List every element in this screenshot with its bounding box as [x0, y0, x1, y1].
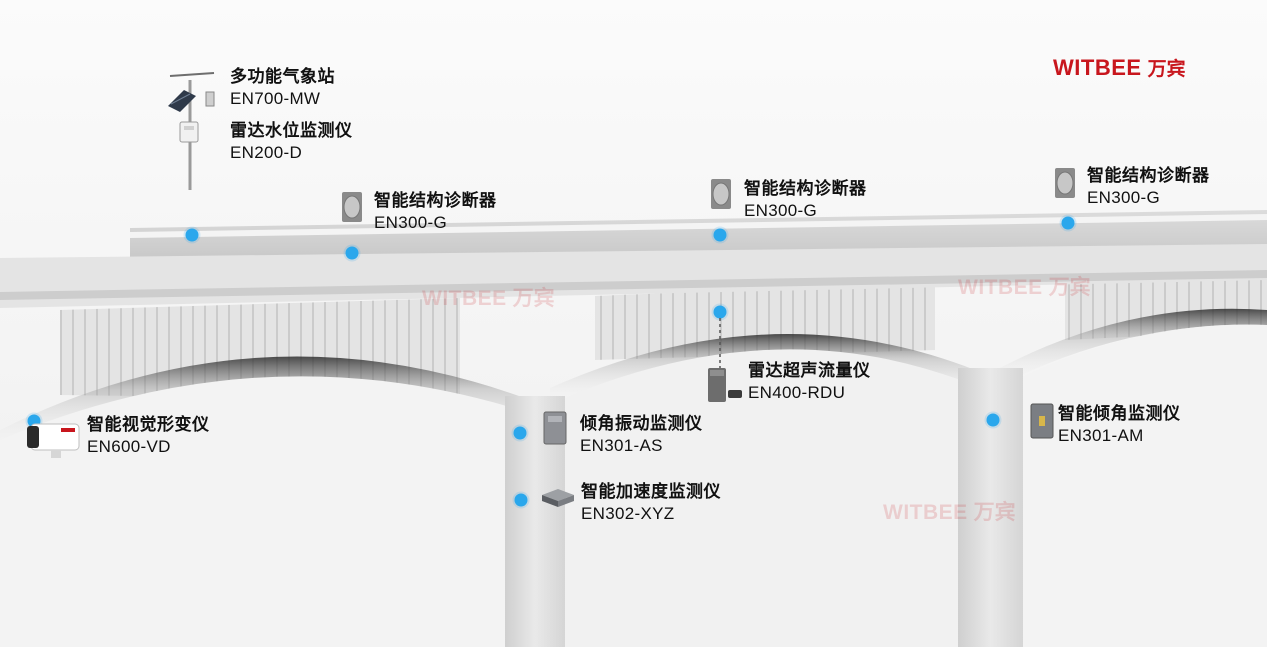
monitoring-point-marker[interactable] [185, 228, 199, 242]
device-label: 雷达水位监测仪 EN200-D [230, 121, 353, 162]
watermark: WITBEE 万宾 [958, 276, 1091, 299]
device-label: 智能加速度监测仪 EN302-XYZ [581, 482, 721, 523]
structure-diagnostic-icon [1055, 168, 1075, 198]
device-label: 倾角振动监测仪 EN301-AS [580, 414, 703, 455]
monitoring-point-marker[interactable] [986, 413, 1000, 427]
tilt-vibration-sensor-icon [543, 411, 567, 445]
device-label: 多功能气象站 EN700-MW [230, 67, 335, 108]
witbee-logo: WITBEE 万宾 [1053, 55, 1186, 80]
monitoring-point-marker[interactable] [514, 493, 528, 507]
device-label: 智能视觉形变仪 EN600-VD [87, 415, 210, 456]
device-label: 智能结构诊断器 EN300-G [744, 179, 867, 220]
structure-diagnostic-icon [711, 179, 731, 209]
monitoring-point-marker[interactable] [713, 228, 727, 242]
structure-diagnostic-icon [342, 192, 362, 222]
radar-water-level-icon [179, 121, 199, 143]
watermark: WITBEE 万宾 [422, 287, 555, 310]
watermark: WITBEE 万宾 [883, 501, 1016, 524]
tilt-sensor-icon [1030, 403, 1054, 439]
device-label: 智能结构诊断器 EN300-G [1087, 166, 1210, 207]
monitoring-point-marker[interactable] [1061, 216, 1075, 230]
device-label: 雷达超声流量仪 EN400-RDU [748, 361, 871, 402]
acceleration-sensor-icon [542, 489, 574, 507]
monitoring-point-marker[interactable] [713, 305, 727, 319]
device-label: 智能结构诊断器 EN300-G [374, 191, 497, 232]
device-label: 智能倾角监测仪 EN301-AM [1058, 404, 1181, 445]
monitoring-point-marker[interactable] [345, 246, 359, 260]
monitoring-point-marker[interactable] [513, 426, 527, 440]
weather-station-icon [168, 90, 215, 112]
vision-camera-icon [27, 423, 80, 458]
radar-flow-meter-icon [708, 368, 742, 402]
